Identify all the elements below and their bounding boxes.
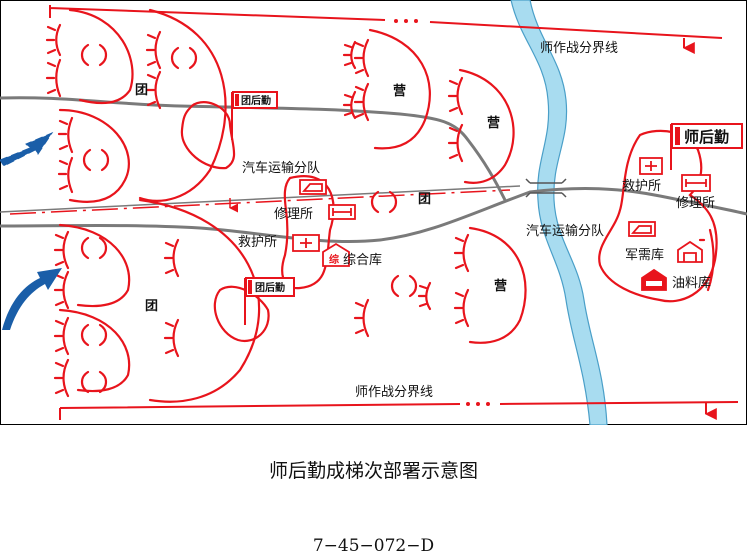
facility-symbols xyxy=(292,157,711,291)
flag-rear-top-label: 团后勤 xyxy=(241,94,271,107)
deployment-map: 师作战分界线 师作战分界线 xyxy=(0,0,747,425)
unit-regiment-top: 团 xyxy=(135,83,148,98)
unit-regiment-center: 团 xyxy=(418,192,431,207)
boundary-dots-bottom xyxy=(466,402,490,406)
division-boundary-bottom xyxy=(59,401,739,420)
boundary-label-top: 师作战分界线 xyxy=(540,41,618,56)
facility-fuel-right: 油料库 xyxy=(672,275,711,291)
boundary-dots-top xyxy=(394,19,418,23)
facility-transport-center: 汽车运输分队 xyxy=(242,160,320,176)
flag-rear-top xyxy=(231,91,278,140)
river xyxy=(510,0,608,425)
flag-rear-bottom-label: 团后勤 xyxy=(255,281,285,294)
bridge xyxy=(525,178,567,198)
facility-repair-right: 修理所 xyxy=(676,196,715,211)
unit-battalion-bottom: 营 xyxy=(494,278,507,294)
figure-caption: 师后勤成梯次部署示意图 xyxy=(268,460,478,482)
facility-depot-center: 综合库 xyxy=(343,252,382,268)
boundary-label-bottom: 师作战分界线 xyxy=(355,385,433,400)
unit-regiment-bottom: 团 xyxy=(145,299,158,314)
facility-transport-right: 汽车运输分队 xyxy=(526,223,604,239)
attack-arrows xyxy=(0,131,62,330)
division-boundary-top xyxy=(49,5,723,54)
facility-aid-center: 救护所 xyxy=(238,234,277,250)
unit-battalion-top-b: 营 xyxy=(487,115,500,131)
flag-division-rear xyxy=(670,123,743,170)
figure-code: 7−45−072−D xyxy=(312,536,435,556)
facility-repair-center: 修理所 xyxy=(274,207,313,222)
depot-symbol: 综 xyxy=(329,253,339,266)
facility-quartermaster-right: 军需库 xyxy=(625,247,664,263)
roads xyxy=(0,96,747,243)
map-frame xyxy=(0,0,747,425)
unit-battalion-top-a: 营 xyxy=(393,83,406,99)
regiment-boundary xyxy=(9,189,511,215)
facility-aid-right: 救护所 xyxy=(622,178,661,194)
flag-division-rear-label: 师后勤 xyxy=(684,128,729,146)
flag-rear-bottom xyxy=(244,277,295,325)
